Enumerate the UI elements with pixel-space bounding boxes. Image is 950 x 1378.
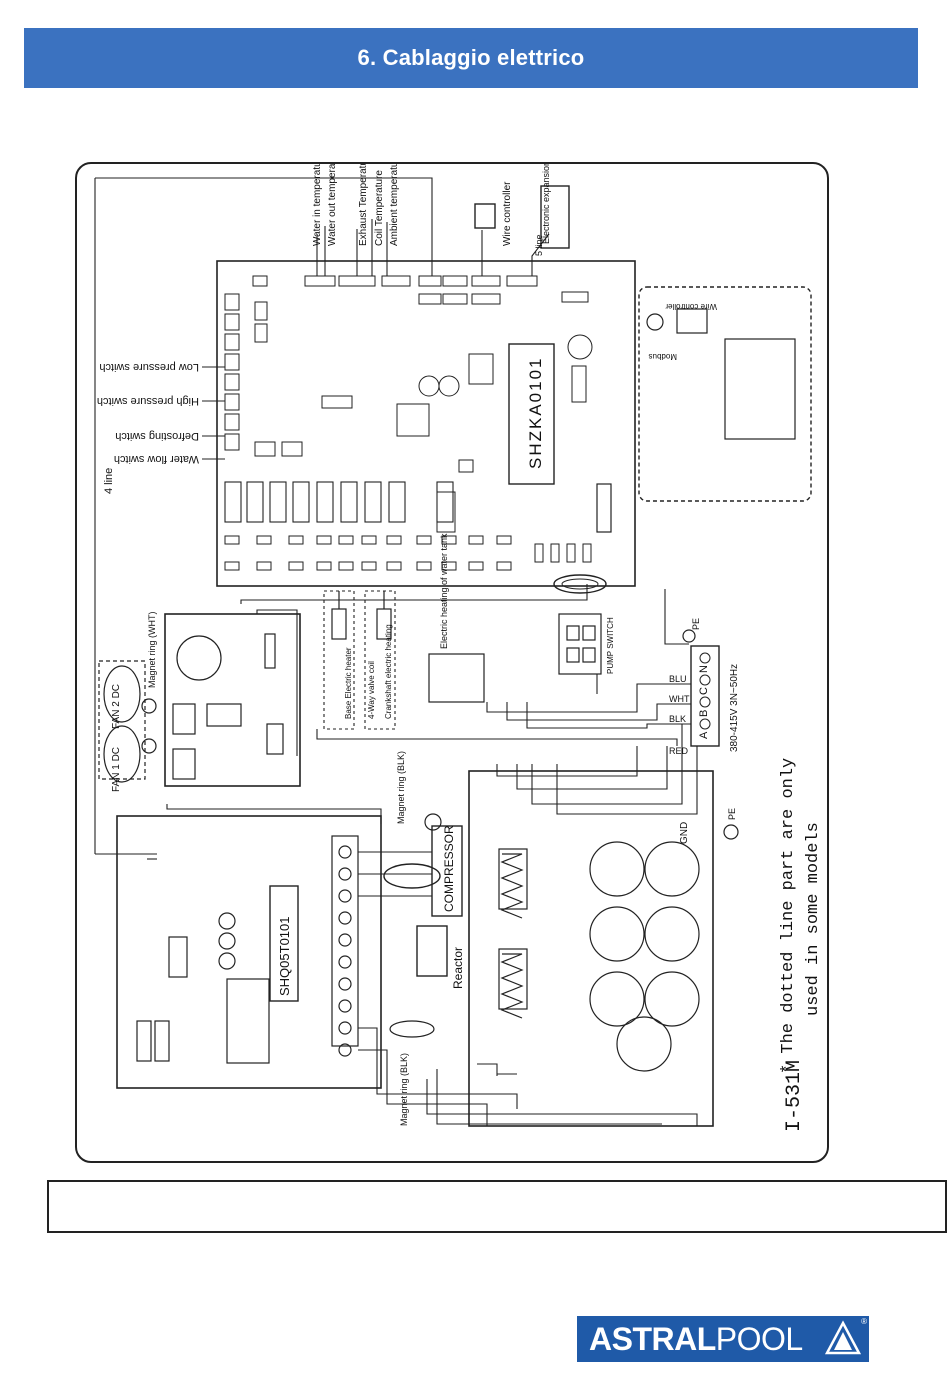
crankshaft-label: Crankshaft electric heating (384, 624, 393, 719)
section-title: 6. Cablaggio elettrico (357, 45, 585, 70)
switch-label: Low pressure switch (99, 361, 199, 373)
wire-color-label: RED (669, 746, 689, 756)
terminal-label: C (698, 687, 710, 695)
registered-mark: ® (861, 1317, 867, 1326)
logo-text-bold: ASTRAL (589, 1320, 716, 1357)
sensor-labels: Water in temperature Water out temperatu… (312, 164, 400, 246)
triangle-icon (825, 1320, 861, 1355)
logo-text-thin: POOL (715, 1320, 803, 1357)
base-heater-label: Base Electric heater (344, 647, 353, 719)
terminal-label: B (698, 710, 710, 717)
gnd-pe-label: PE (727, 808, 737, 820)
wire-color-label: BLU (669, 674, 687, 684)
switch-label: Defrosting switch (115, 430, 199, 442)
power-pe-label: PE (691, 618, 701, 630)
sensor-label: Coil Temperature (374, 170, 385, 246)
main-board-label: SHZKA0101 (526, 357, 545, 470)
fan1-label: FAN 1 DC (111, 747, 122, 792)
wiring-diagram: SHZKA0101 (75, 162, 829, 1163)
switch-label: High pressure switch (97, 395, 199, 407)
wire-color-label: BLK (669, 714, 686, 724)
four-way-label: 4-Way valve coil (367, 661, 376, 719)
terminal-label: A (698, 731, 710, 739)
compressor-label: COMPRESSOR (442, 825, 456, 912)
logo-text: ASTRALPOOL (589, 1321, 803, 1358)
expansion-valve-label: Electronic expansion valve (541, 164, 551, 244)
modbus-label: Modbus (649, 352, 677, 361)
dotted-note-line2: used in some models (804, 822, 823, 1016)
four-line-label: 4 line (103, 468, 115, 494)
gnd-label: GND (679, 822, 690, 844)
fan-magnet-label: Magnet ring (WHT) (147, 611, 157, 688)
reactor-label: Reactor (451, 947, 465, 989)
terminal-label: N (698, 665, 710, 673)
wire-color-label: WHT (669, 694, 690, 704)
model-code: I-531M (783, 1060, 806, 1132)
sensor-label: Ambient temperature (389, 164, 400, 246)
compressor-magnet-label: Magnet ring (BLK) (396, 751, 406, 824)
pump-switch-label: PUMP SWITCH (606, 617, 615, 674)
note-box (47, 1180, 947, 1233)
sensor-label: Water out temperature (327, 164, 338, 246)
sensor-label: Water in temperature (312, 164, 323, 246)
astralpool-logo: ASTRALPOOL ® (577, 1316, 869, 1362)
sensor-label: Exhaust Temperature (358, 164, 369, 246)
driver-board-label: SHQ05T0101 (277, 917, 292, 997)
dotted-note-line1: * The dotted line part are only (779, 758, 798, 1074)
wire-controller-label: Wire controller (502, 181, 513, 246)
fan2-label: FAN 2 DC (111, 684, 122, 729)
tank-heater-label: Electric heating of water tank (439, 533, 449, 649)
driver-magnet-label: Magnet ring (BLK) (399, 1053, 409, 1126)
switch-label: Water flow switch (114, 453, 199, 465)
wire-controller-small-label: Wire controller (665, 302, 717, 311)
five-line-label: 5 line (534, 234, 544, 256)
section-header: 6. Cablaggio elettrico (24, 28, 918, 88)
power-spec-label: 380-415V 3N~50Hz (729, 664, 740, 752)
